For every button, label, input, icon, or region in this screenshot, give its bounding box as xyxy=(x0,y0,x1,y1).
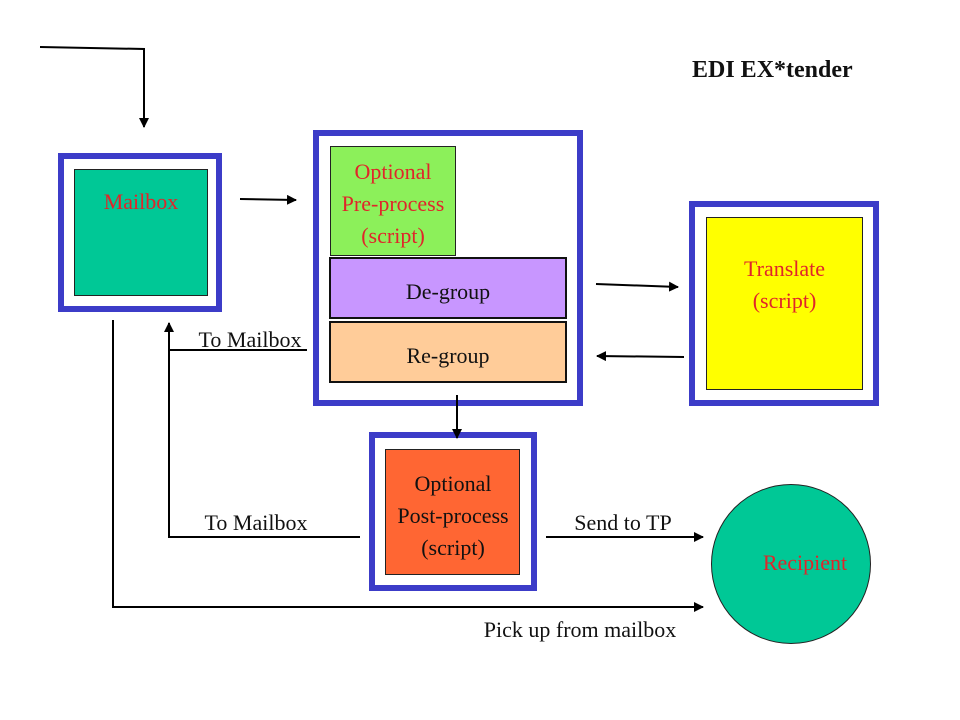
translate-box[interactable] xyxy=(706,217,863,390)
translate-to-grouping-arrow xyxy=(596,351,685,362)
recipient-label: Recipient xyxy=(762,550,848,575)
send-to-tp-label: Send to TP xyxy=(574,510,672,535)
translate-line-1: Translate xyxy=(743,256,826,281)
pre-process-line-1: Optional xyxy=(354,159,432,184)
grouping-to-mailbox-arrow xyxy=(164,322,307,351)
post-process-line-3: (script) xyxy=(421,535,485,560)
de-group-label: De-group xyxy=(405,279,491,304)
post-process-line-1: Optional xyxy=(414,471,492,496)
post-process-label: Optional Post-process (script) xyxy=(371,468,535,564)
post-process-line-2: Post-process xyxy=(397,503,509,528)
pre-process-box[interactable] xyxy=(330,146,456,256)
mailbox-to-grouping-arrow xyxy=(239,194,297,205)
grouping-to-translate-arrow xyxy=(595,281,679,292)
re-group-box[interactable] xyxy=(329,321,567,383)
pick-up-label: Pick up from mailbox xyxy=(483,617,677,642)
translate-label: Translate (script) xyxy=(706,253,863,317)
pre-process-label: Optional Pre-process (script) xyxy=(322,156,464,252)
pre-process-line-2: Pre-process xyxy=(341,191,445,216)
to-mailbox-upper-label: To Mailbox xyxy=(198,327,302,352)
post-process-box[interactable] xyxy=(385,449,520,575)
mailbox-label: Mailbox xyxy=(103,189,179,214)
re-group-label: Re-group xyxy=(406,343,490,368)
translate-line-2: (script) xyxy=(752,288,817,313)
pre-process-line-3: (script) xyxy=(361,223,425,248)
de-group-box[interactable] xyxy=(329,257,567,319)
recipient-circle[interactable] xyxy=(711,484,871,644)
to-mailbox-lower-label: To Mailbox xyxy=(204,510,308,535)
entry-arrow xyxy=(39,46,149,128)
mailbox-box[interactable] xyxy=(74,169,208,296)
diagram-title: EDI EX*tender xyxy=(692,57,853,83)
post-process-to-mailbox-connector xyxy=(168,350,360,538)
pick-up-arrow xyxy=(112,320,704,612)
